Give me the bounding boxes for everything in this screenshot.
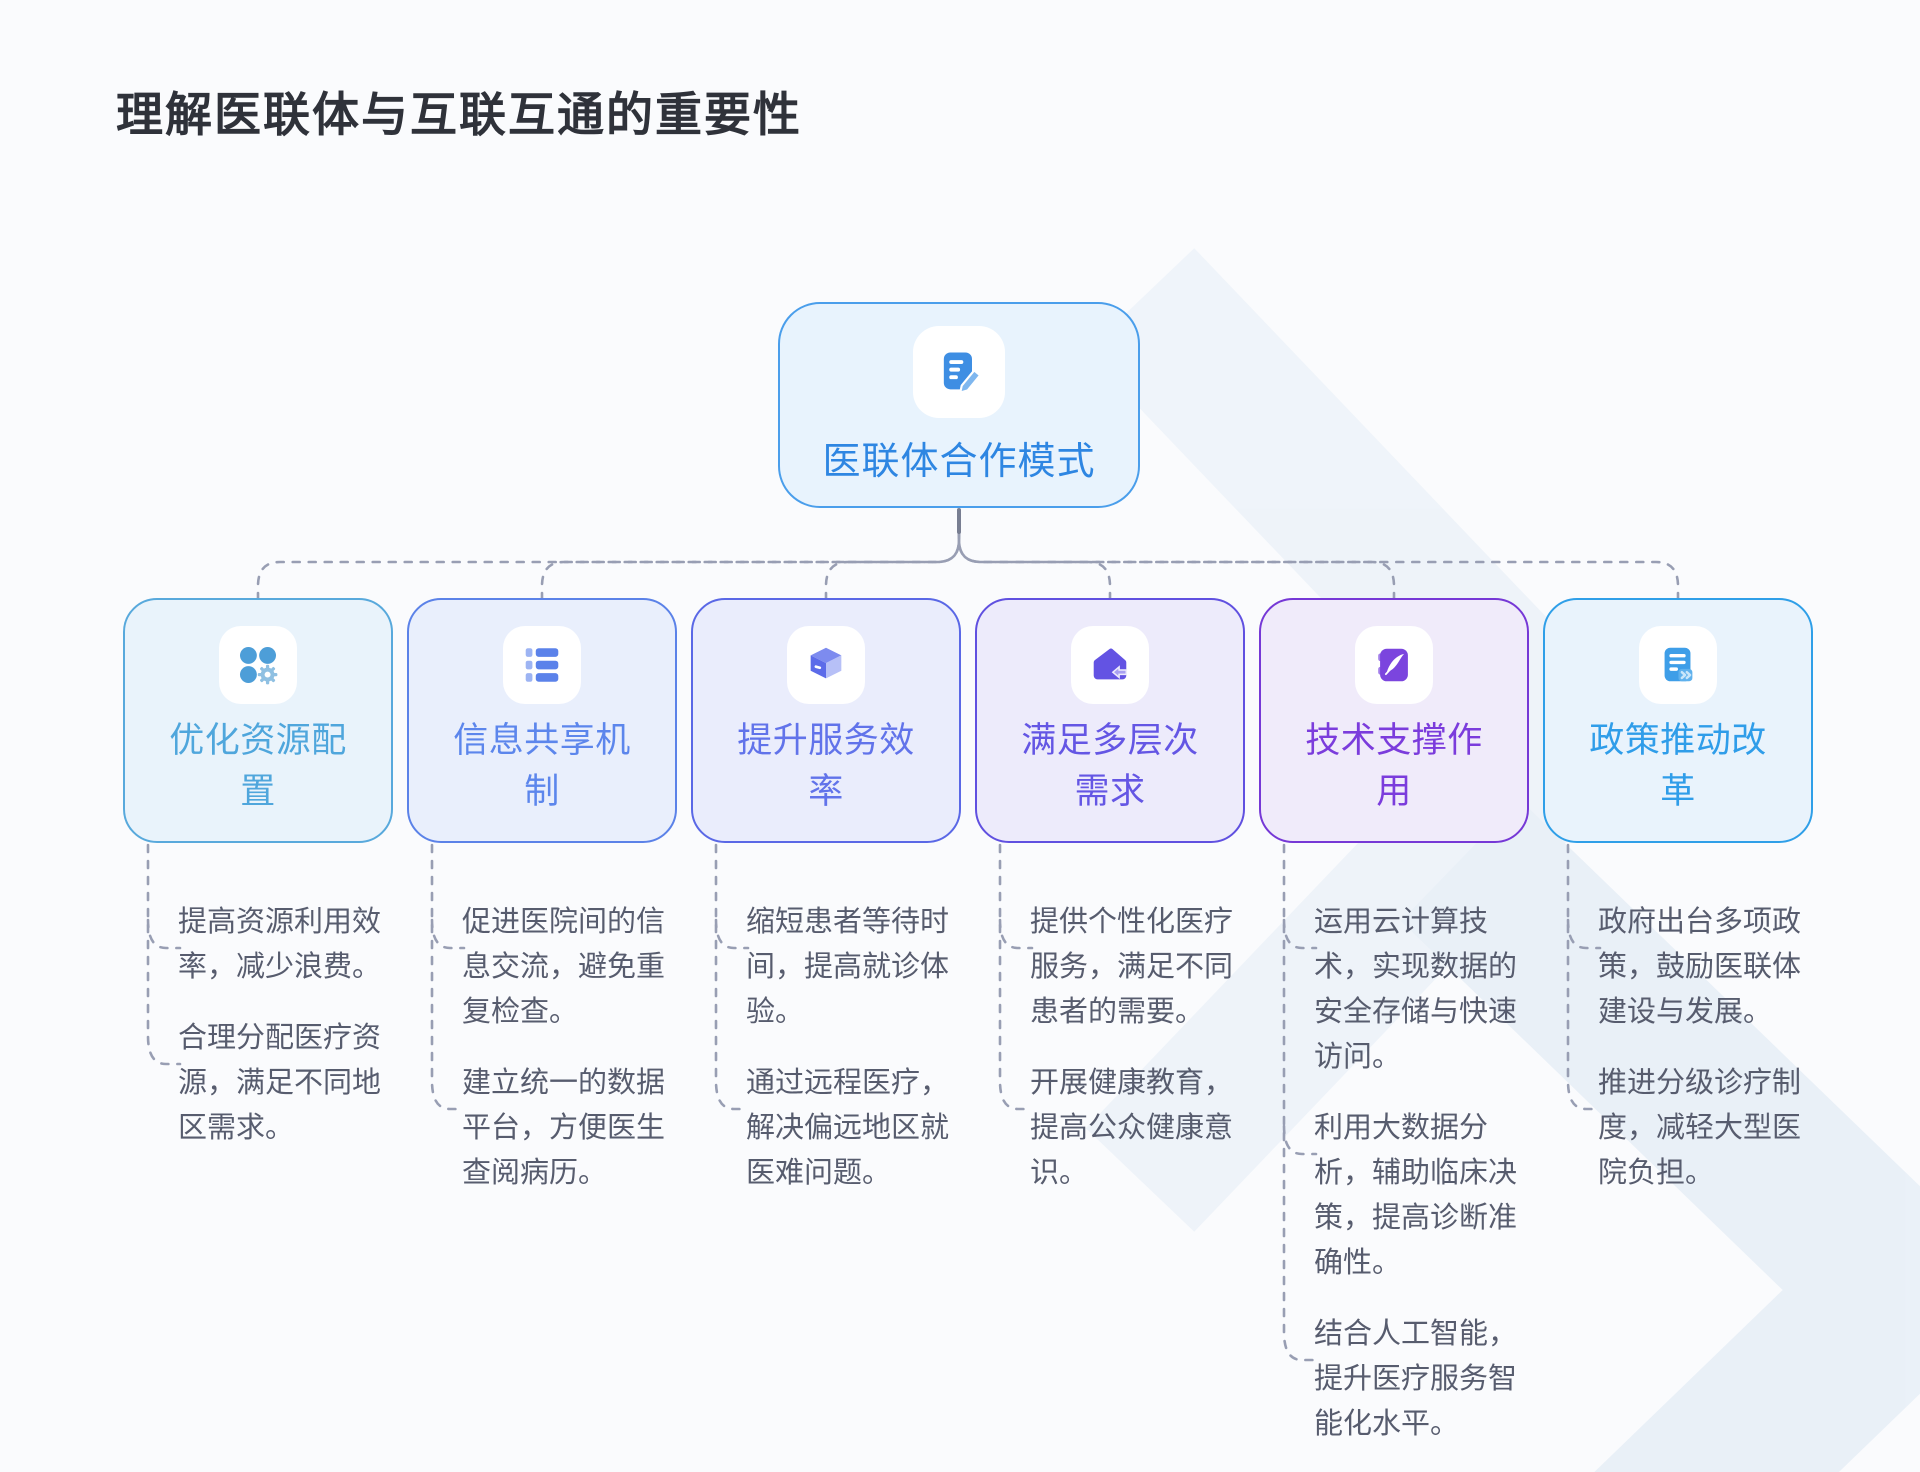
branch-label: 优化资源配置 [169,721,347,811]
point-text: 建立统一的数据平台，方便医生查阅病历。 [462,1067,666,1189]
root-node-label: 医联体合作模式 [822,441,1096,483]
point-text: 运用云计算技术，实现数据的安全存储与快速访问。 [1314,906,1518,1073]
branch-card-service-efficiency[interactable]: 提升服务效率 [691,598,961,843]
document-forward-icon [1639,626,1717,704]
home-arrow-icon [1071,626,1149,704]
book-quill-icon [1355,626,1433,704]
point-text: 推进分级诊疗制度，减轻大型医院负担。 [1598,1067,1802,1189]
point-text: 开展健康教育，提高公众健康意识。 [1030,1067,1234,1189]
page-title: 理解医联体与互联互通的重要性 [116,88,802,141]
branch-label: 信息共享机制 [453,721,631,811]
apps-gear-icon [219,626,297,704]
branch-card-resource-allocation[interactable]: 优化资源配置 [123,598,393,843]
branch-points-service-efficiency: 缩短患者等待时间，提高就诊体验。 通过远程医疗，解决偏远地区就医难问题。 [746,900,952,1222]
branch-points-technical-support: 运用云计算技术，实现数据的安全存储与快速访问。 利用大数据分析，辅助临床决策，提… [1314,900,1520,1472]
branch-points-policy-reform: 政府出台多项政策，鼓励医联体建设与发展。 推进分级诊疗制度，减轻大型医院负担。 [1598,900,1804,1222]
point-text: 利用大数据分析，辅助临床决策，提高诊断准确性。 [1314,1112,1518,1279]
branch-card-policy-reform[interactable]: 政策推动改革 [1543,598,1813,843]
branch-points-information-sharing: 促进医院间的信息交流，避免重复检查。 建立统一的数据平台，方便医生查阅病历。 [462,900,668,1222]
branch-card-information-sharing[interactable]: 信息共享机制 [407,598,677,843]
branch-label: 满足多层次需求 [1021,721,1199,811]
point-text: 缩短患者等待时间，提高就诊体验。 [746,906,950,1028]
branch-label: 提升服务效率 [737,721,915,811]
root-node[interactable]: 医联体合作模式 [778,302,1140,508]
point-text: 提供个性化医疗服务，满足不同患者的需要。 [1030,906,1234,1028]
branch-card-multilevel-needs[interactable]: 满足多层次需求 [975,598,1245,843]
document-edit-icon [913,326,1005,418]
list-icon [503,626,581,704]
point-text: 促进医院间的信息交流，避免重复检查。 [462,906,666,1028]
branch-label: 政策推动改革 [1589,721,1767,811]
background-chevron-watermark [1085,248,1920,1472]
point-text: 政府出台多项政策，鼓励医联体建设与发展。 [1598,906,1802,1028]
point-text: 提高资源利用效率，减少浪费。 [178,906,382,983]
cube-icon [787,626,865,704]
branch-card-technical-support[interactable]: 技术支撑作用 [1259,598,1529,843]
branch-points-resource-allocation: 提高资源利用效率，减少浪费。 合理分配医疗资源，满足不同地区需求。 [178,900,384,1177]
point-text: 结合人工智能，提升医疗服务智能化水平。 [1314,1318,1518,1440]
branch-label: 技术支撑作用 [1305,721,1483,811]
root-branch-connectors [256,528,1680,602]
point-text: 通过远程医疗，解决偏远地区就医难问题。 [746,1067,950,1189]
point-text: 合理分配医疗资源，满足不同地区需求。 [178,1022,382,1144]
branch-points-multilevel-needs: 提供个性化医疗服务，满足不同患者的需要。 开展健康教育，提高公众健康意识。 [1030,900,1236,1222]
